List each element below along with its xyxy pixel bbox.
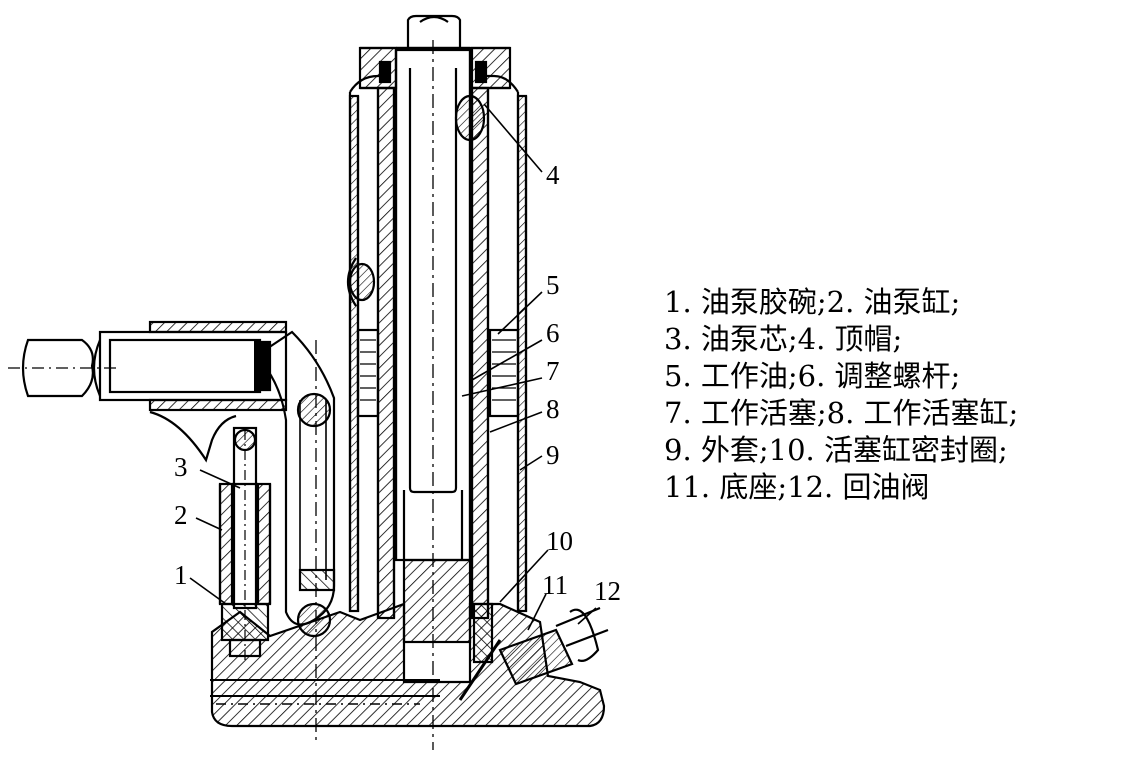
pump-cylinder	[218, 482, 272, 606]
leader-lines	[189, 103, 597, 631]
handle-bar	[8, 338, 120, 398]
callout-3: 3	[174, 452, 188, 482]
callout-12: 12	[594, 576, 621, 606]
callout-6: 6	[546, 318, 560, 348]
handle-socket	[98, 320, 288, 463]
callout-2: 2	[174, 500, 188, 530]
pump-seal-cup	[220, 602, 270, 658]
working-oil	[356, 328, 520, 418]
center-lines	[315, 40, 434, 750]
top-cap	[358, 46, 512, 142]
legend-line: 9. 外套;10. 活塞缸密封圈;	[664, 433, 1008, 467]
parts-legend: 1. 油泵胶碗;2. 油泵缸; 3. 油泵芯;4. 顶帽; 5. 工作油;6. …	[664, 284, 1018, 506]
callout-8: 8	[546, 394, 560, 424]
legend-line: 3. 油泵芯;4. 顶帽;	[664, 322, 903, 356]
legend-line: 1. 油泵胶碗;2. 油泵缸;	[664, 285, 961, 319]
return-oil-valve	[458, 606, 609, 701]
callout-11: 11	[542, 570, 568, 600]
legend-line: 11. 底座;12. 回油阀	[664, 470, 930, 504]
callout-9: 9	[546, 440, 560, 470]
callout-labels: 1 2 3 4 5 6 7 8 9 10 11 12	[174, 160, 621, 606]
cylinder-seal-ring	[472, 602, 494, 664]
callout-10: 10	[546, 526, 573, 556]
legend-line: 7. 工作活塞;8. 工作活塞缸;	[664, 396, 1019, 430]
outer-sleeve	[346, 74, 528, 613]
callout-4: 4	[546, 160, 560, 190]
pump-lever	[254, 330, 336, 638]
legend-line: 5. 工作油;6. 调整螺杆;	[664, 359, 961, 393]
callout-7: 7	[546, 356, 560, 386]
callout-5: 5	[546, 270, 560, 300]
callout-1: 1	[174, 560, 188, 590]
